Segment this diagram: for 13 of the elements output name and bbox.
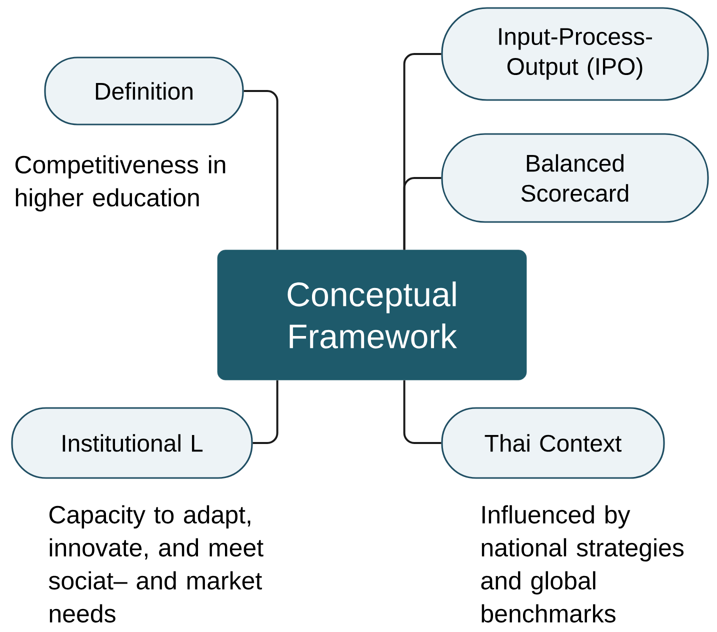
topic-box: Thai Context (441, 407, 665, 479)
description-text: Capacity to adapt, innovate, and meet sociat– and market needs (48, 505, 264, 623)
connector-line (252, 380, 278, 444)
description-text: Influenced by national strategies and global benchmarks (481, 505, 684, 623)
description-text: Competitiveness in higher education (15, 155, 226, 212)
central-box: Conceptual Framework (217, 250, 527, 380)
connector-line (403, 380, 442, 444)
connector-line (244, 90, 278, 250)
connector-line (403, 177, 442, 250)
topic-box: Balanced Scorecard (441, 133, 709, 223)
topic-box: Institutional L (11, 407, 253, 479)
topic-box: Definition (44, 56, 244, 126)
topic-box: Input-Process-Output (IPO) (441, 7, 709, 101)
